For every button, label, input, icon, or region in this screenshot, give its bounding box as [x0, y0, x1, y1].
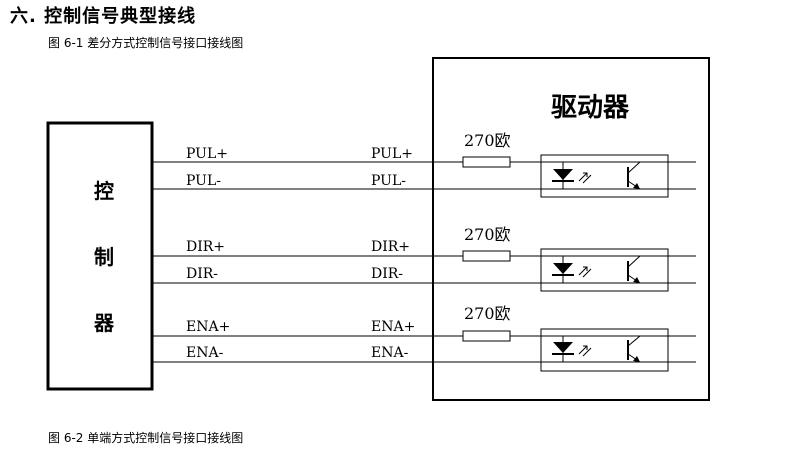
dir-light-arrow-icon	[578, 266, 592, 278]
ena-plus-right-label: ENA+	[371, 319, 415, 335]
figure-caption-top: 图 6-1 差分方式控制信号接口接线图	[48, 36, 244, 50]
pul-plus-left-label: PUL+	[186, 146, 228, 162]
pul-optocoupler	[540, 154, 669, 198]
ena-minus-left-label: ENA-	[186, 345, 224, 361]
dir-minus-right-label: DIR-	[371, 266, 403, 282]
channel-dir: DIR+ DIR- DIR+ DIR- 270欧	[152, 225, 696, 292]
dir-resistor-label: 270欧	[464, 225, 511, 244]
dir-plus-left-label: DIR+	[186, 239, 225, 255]
section-heading: 六. 控制信号典型接线	[10, 6, 197, 27]
driver-box	[432, 57, 710, 401]
channel-pul: PUL+ PUL- PUL+ PUL- 270欧	[152, 131, 696, 198]
controller-char-2: 制	[94, 245, 114, 269]
dir-resistor	[462, 250, 511, 262]
pul-resistor	[462, 156, 511, 168]
ena-resistor-label: 270欧	[464, 304, 511, 323]
ena-led-icon	[553, 342, 573, 353]
pul-led-icon	[553, 169, 573, 180]
ena-plus-left-label: ENA+	[186, 319, 230, 335]
controller-char-1: 控	[94, 179, 114, 203]
dir-led-icon	[553, 263, 573, 274]
driver-title: 驱动器	[551, 93, 630, 123]
dir-plus-right-label: DIR+	[371, 239, 410, 255]
ena-optocoupler	[540, 328, 669, 372]
pul-light-arrow-icon	[578, 172, 592, 184]
ena-minus-right-label: ENA-	[371, 345, 409, 361]
pul-plus-right-label: PUL+	[371, 146, 413, 162]
ena-light-arrow-icon	[578, 345, 592, 357]
ena-resistor	[462, 330, 511, 342]
dir-minus-left-label: DIR-	[186, 266, 218, 282]
controller-char-3: 器	[93, 311, 115, 335]
pul-minus-right-label: PUL-	[371, 173, 406, 189]
pul-minus-left-label: PUL-	[186, 173, 221, 189]
dir-optocoupler	[540, 248, 669, 292]
channel-ena: ENA+ ENA- ENA+ ENA- 270欧	[152, 304, 696, 372]
figure-caption-bottom: 图 6-2 单端方式控制信号接口接线图	[48, 431, 244, 445]
pul-resistor-label: 270欧	[464, 131, 511, 150]
